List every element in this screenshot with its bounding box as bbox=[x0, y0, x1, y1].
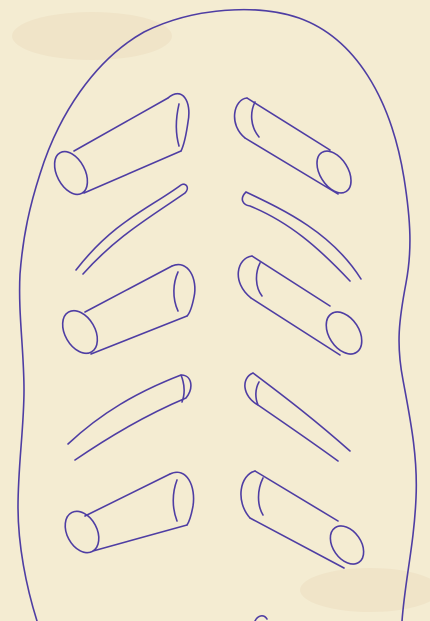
paper-stain bbox=[12, 12, 172, 60]
